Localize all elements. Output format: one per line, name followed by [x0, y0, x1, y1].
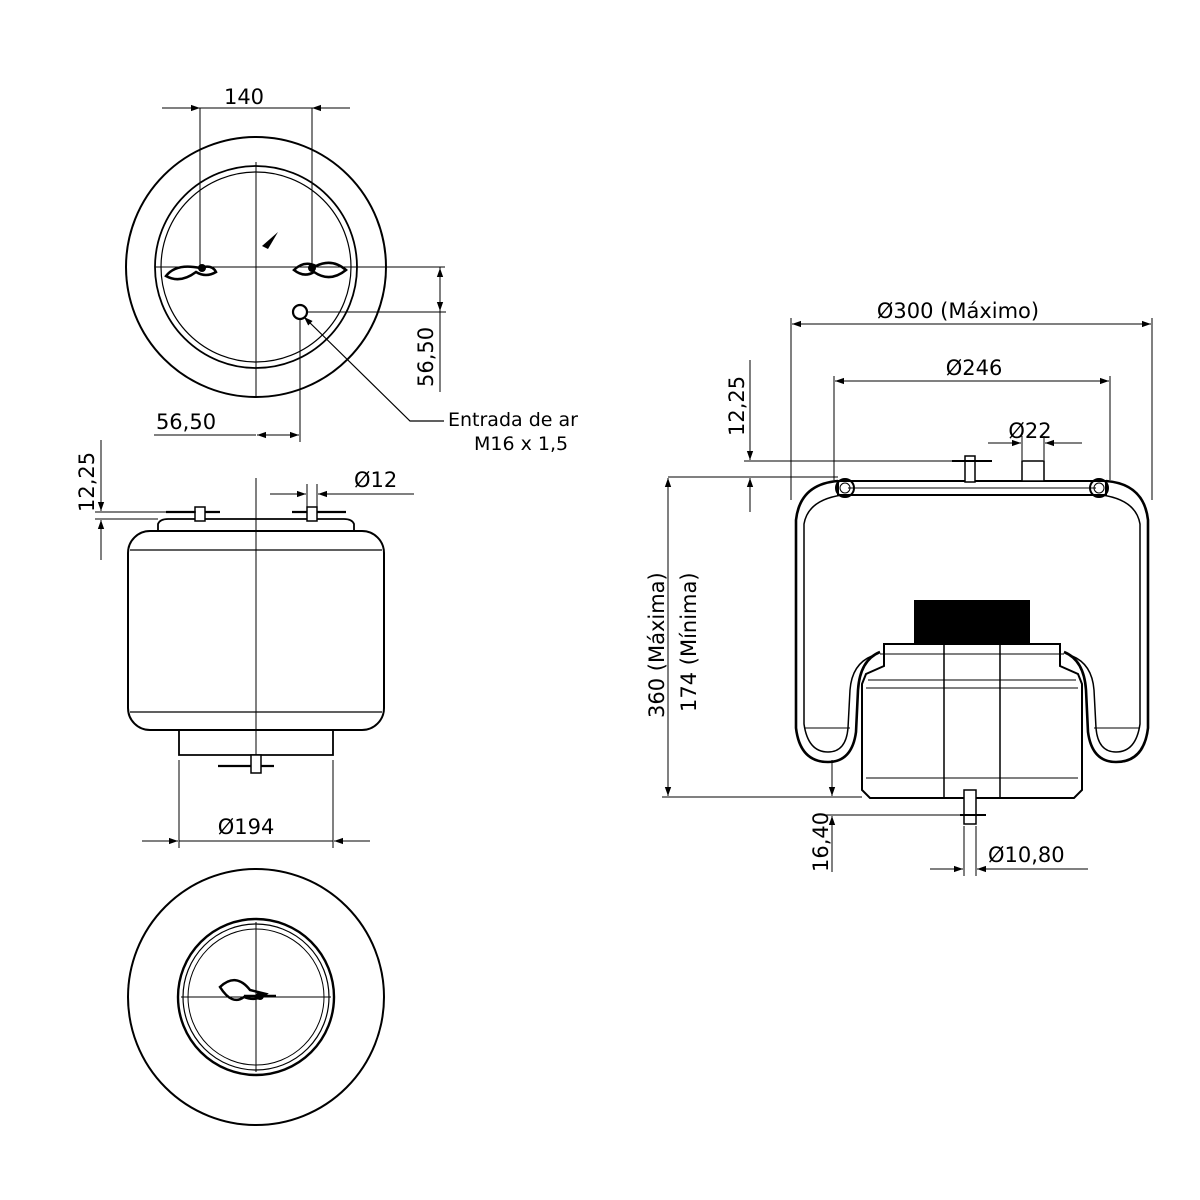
air-inlet-thread: M16 x 1,5	[474, 433, 568, 455]
orientation-mark-icon	[262, 232, 278, 249]
side-dim-stud-height: 12,25	[725, 376, 749, 436]
side-dim-bottom-stud-diameter: Ø10,80	[988, 843, 1065, 867]
side-view: Ø300 (Máximo) Ø246 Ø22 12,25 360 (Máxima…	[645, 299, 1153, 876]
bottom-outer-circle	[127, 868, 385, 1126]
front-bellow-body	[127, 530, 385, 731]
bottom-view	[127, 868, 385, 1126]
air-inlet-label: Entrada de ar	[448, 409, 578, 431]
side-piston	[861, 643, 1083, 799]
air-inlet-hole	[291, 303, 309, 321]
side-air-inlet	[1021, 460, 1045, 482]
side-bottom-stud	[960, 789, 986, 825]
dim-inlet-horizontal: 56,50	[156, 410, 216, 434]
right-bolt-icon	[292, 261, 348, 279]
left-bolt-icon	[164, 264, 218, 281]
side-dim-inlet-diameter: Ø22	[1008, 419, 1051, 443]
side-bellow-outline	[794, 479, 1150, 764]
side-dim-bottom-stud-length: 16,40	[809, 812, 833, 872]
bottom-piston-outer-circle	[176, 917, 336, 1077]
side-dim-height-max: 360 (Máxima)	[645, 572, 669, 718]
side-top-stud	[952, 455, 992, 483]
front-right-stud	[292, 506, 346, 522]
front-dim-piston-diameter: Ø194	[218, 815, 275, 839]
dim-inlet-vertical: 56,50	[414, 327, 438, 387]
front-bottom-stud	[218, 754, 274, 774]
side-right-bead	[1089, 478, 1109, 498]
front-upper-plate	[157, 518, 355, 531]
top-view: 140 56,50 56,50 Entrada de ar M16 x 1,5	[125, 85, 578, 455]
front-view: 12,25 Ø12 Ø194	[75, 440, 414, 848]
front-dim-stud-diameter: Ø12	[354, 468, 397, 492]
side-dim-plate-diameter: Ø246	[946, 356, 1003, 380]
bottom-stud-icon	[218, 979, 276, 1002]
dim-bolt-spacing: 140	[224, 85, 264, 109]
side-left-bead	[835, 478, 855, 498]
front-dim-stud-height: 12,25	[75, 452, 99, 512]
side-dim-height-min: 174 (Mínima)	[677, 572, 701, 712]
side-bump-stop	[914, 600, 1030, 644]
side-dim-max-diameter: Ø300 (Máximo)	[877, 299, 1039, 323]
